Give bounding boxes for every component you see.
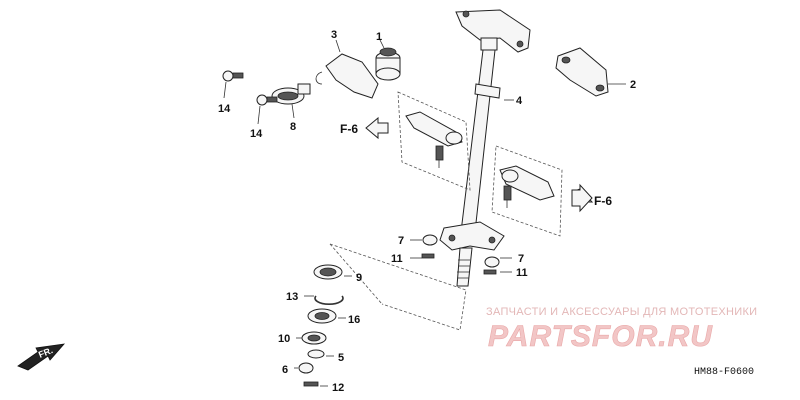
direction-indicator: FR. xyxy=(17,343,66,371)
callouts: 1 2 3 4 5 6 7 7 8 9 10 11 11 12 13 14 14… xyxy=(218,29,636,394)
callout-7-right: 7 xyxy=(518,253,524,265)
tie-rod-end-right xyxy=(491,145,563,237)
callout-11-left: 11 xyxy=(391,253,403,265)
bearing-stack-outline xyxy=(329,243,467,331)
part-bolts-14 xyxy=(222,70,278,125)
part-circlip xyxy=(304,295,344,306)
callout-5: 5 xyxy=(338,352,344,364)
part-holder xyxy=(315,39,379,99)
callout-10: 10 xyxy=(278,333,290,345)
part-cotter-pin xyxy=(303,381,328,387)
callout-12: 12 xyxy=(332,382,344,394)
part-bearing xyxy=(307,308,346,324)
part-bushing xyxy=(375,39,401,81)
callout-14-upper: 14 xyxy=(218,103,231,115)
front-arrow-icon xyxy=(17,343,66,371)
callout-2: 2 xyxy=(630,79,636,91)
watermark-logo: PARTSFOR.RU xyxy=(488,320,713,353)
reference-right: F-6 xyxy=(571,183,612,213)
callout-3: 3 xyxy=(331,29,337,41)
tie-rod-end-left xyxy=(397,91,471,191)
part-nut xyxy=(294,362,314,374)
callout-14-lower: 14 xyxy=(250,128,263,140)
callout-1: 1 xyxy=(376,31,382,43)
part-collar xyxy=(296,331,327,345)
callout-9: 9 xyxy=(356,272,362,284)
watermark-tagline: ЗАПЧАСТИ И АКСЕССУАРЫ ДЛЯ МОТОТЕХНИКИ xyxy=(486,306,757,318)
callout-6: 6 xyxy=(282,364,288,376)
part-bracket xyxy=(555,47,626,97)
reference-label-left: F-6 xyxy=(340,122,358,136)
reference-left: F-6 xyxy=(340,116,389,140)
callout-13: 13 xyxy=(286,291,298,303)
steering-shaft xyxy=(439,9,531,287)
reference-label-right: F-6 xyxy=(594,194,612,208)
callout-11-right: 11 xyxy=(516,267,528,279)
watermark: ЗАПЧАСТИ И АКСЕССУАРЫ ДЛЯ МОТОТЕХНИКИ PA… xyxy=(486,306,757,353)
callout-16: 16 xyxy=(348,314,360,326)
diagram-code: HM88-F0600 xyxy=(694,367,754,378)
part-clamp xyxy=(271,83,311,119)
part-nuts-pins xyxy=(410,234,512,275)
callout-4: 4 xyxy=(516,95,523,107)
part-washer xyxy=(307,349,334,359)
callout-7-left: 7 xyxy=(398,235,404,247)
callout-8: 8 xyxy=(290,121,296,133)
part-seal xyxy=(313,264,352,280)
